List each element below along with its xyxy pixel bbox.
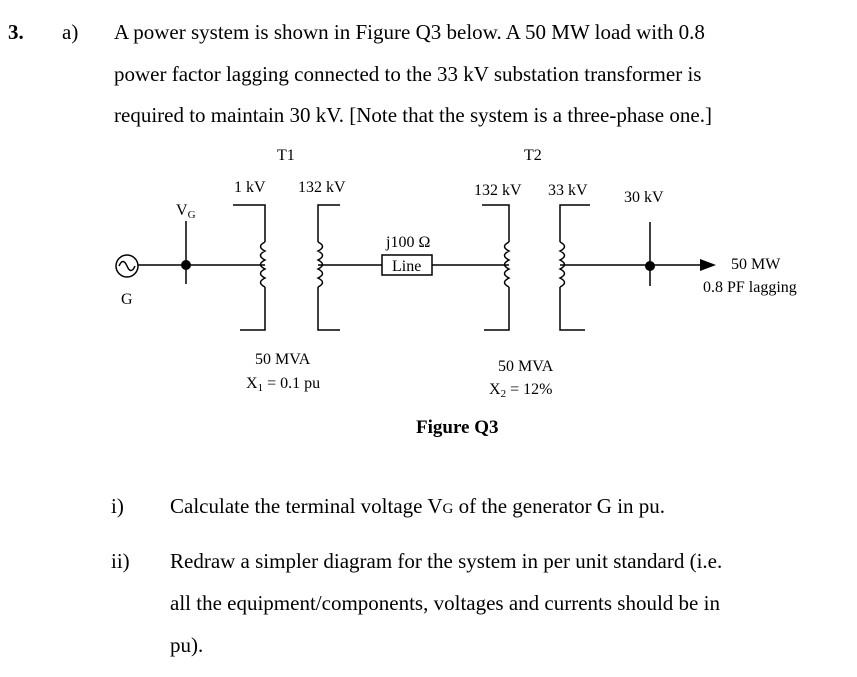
bus-voltage-label: 30 kV xyxy=(624,189,664,206)
t1-secondary-lead-top xyxy=(317,204,340,242)
intro-line-3: required to maintain 30 kV. [Note that t… xyxy=(114,103,712,127)
t1-secondary-lead-bottom xyxy=(317,287,340,331)
vg-label: VG xyxy=(176,202,196,221)
load-bus-node xyxy=(645,261,655,271)
t1-primary-lead-bottom xyxy=(240,287,266,331)
load-arrow-icon xyxy=(700,259,716,271)
load-pf: 0.8 PF lagging xyxy=(703,279,797,296)
subquestion-2-line-2: all the equipment/components, voltages a… xyxy=(170,591,720,615)
t2-reactance: X2 = 12% xyxy=(489,381,552,400)
subquestion-1-text: Calculate the terminal voltage VG of the… xyxy=(170,496,665,517)
t1-primary-coil xyxy=(259,241,267,288)
generator-symbol xyxy=(115,254,139,278)
t1-reactance-subscript: 1 xyxy=(258,382,264,394)
subquestion-2-line-3: pu). xyxy=(170,633,204,657)
load-power: 50 MW xyxy=(731,256,781,273)
t2-rating: 50 MVA xyxy=(498,358,554,375)
intro-line-2: power factor lagging connected to the 33… xyxy=(114,62,702,86)
t2-reactance-main: X xyxy=(489,381,501,398)
question-part-label: a) xyxy=(62,20,79,44)
t2-primary-lead-top xyxy=(482,204,510,242)
generator-label: G xyxy=(121,291,133,308)
t2-secondary-voltage: 33 kV xyxy=(548,182,588,199)
line-label: Line xyxy=(392,258,421,275)
t2-reactance-value: = 12% xyxy=(506,381,552,398)
t1-reactance: X1 = 0.1 pu xyxy=(246,375,320,394)
line-box xyxy=(381,254,433,276)
t1-reactance-main: X xyxy=(246,375,258,392)
t2-primary-coil xyxy=(503,241,511,288)
generator-sine-icon xyxy=(118,260,136,272)
t1-secondary-voltage: 132 kV xyxy=(298,179,346,196)
t1-name: T1 xyxy=(277,147,295,164)
subquestion-1-number: i) xyxy=(111,494,124,518)
vg-subscript: G xyxy=(188,209,196,221)
subquestion-2-number: ii) xyxy=(111,549,130,573)
t2-secondary-lead-bottom xyxy=(559,287,585,331)
subquestion-1-subscript: G xyxy=(442,501,454,517)
subquestion-1-text-before: Calculate the terminal voltage V xyxy=(170,494,443,518)
intro-line-1: A power system is shown in Figure Q3 bel… xyxy=(114,20,705,44)
generator-bus-node xyxy=(181,260,191,270)
t1-primary-lead-top xyxy=(233,204,266,242)
t2-primary-lead-bottom xyxy=(484,287,510,331)
line-impedance: j100 Ω xyxy=(385,234,430,251)
t2-secondary-lead-top xyxy=(559,204,590,242)
figure-q3-diagram: T1 T2 1 kV 132 kV 132 kV 33 kV 30 kV VG … xyxy=(115,147,797,438)
t1-rating: 50 MVA xyxy=(255,351,311,368)
figure-caption: Figure Q3 xyxy=(416,417,499,438)
t2-secondary-coil xyxy=(558,241,566,288)
vg-main: V xyxy=(176,202,188,219)
t1-secondary-coil xyxy=(316,241,324,288)
t1-reactance-value: = 0.1 pu xyxy=(263,375,320,392)
subquestion-2-line-1: Redraw a simpler diagram for the system … xyxy=(170,549,723,573)
t1-primary-voltage: 1 kV xyxy=(234,179,266,196)
t2-name: T2 xyxy=(524,147,542,164)
question-number: 3. xyxy=(8,20,24,44)
t2-reactance-subscript: 2 xyxy=(501,388,507,400)
t2-primary-voltage: 132 kV xyxy=(474,182,522,199)
subquestion-1-text-after: of the generator G in pu. xyxy=(453,494,666,518)
